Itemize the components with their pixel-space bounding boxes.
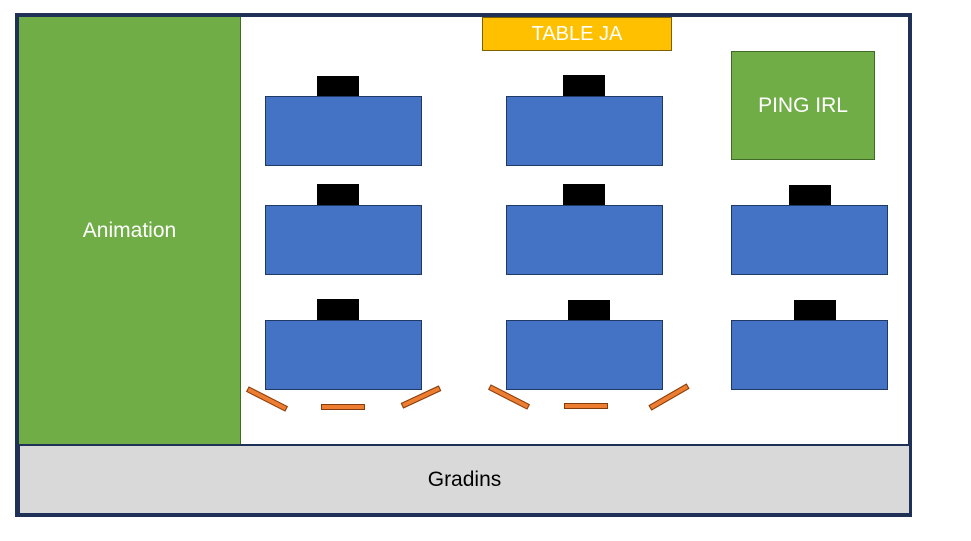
gradins-label: Gradins — [427, 467, 502, 491]
gradins-zone: Gradins — [17, 444, 912, 516]
desk — [265, 320, 422, 390]
desk — [731, 205, 888, 275]
monitor-icon — [794, 300, 836, 322]
table-ja-zone: TABLE JA — [482, 17, 672, 51]
monitor-icon — [317, 299, 359, 321]
desk — [731, 320, 888, 390]
desk — [506, 96, 663, 166]
animation-zone: Animation — [19, 17, 241, 444]
monitor-icon — [568, 300, 610, 322]
monitor-icon — [563, 184, 605, 206]
ping-irl-label: PING IRL — [758, 93, 848, 117]
ping-irl-zone: PING IRL — [731, 51, 875, 160]
desk — [265, 205, 422, 275]
animation-label: Animation — [82, 218, 177, 242]
table-ja-label: TABLE JA — [531, 22, 623, 45]
monitor-icon — [789, 185, 831, 207]
desk — [265, 96, 422, 166]
desk — [506, 205, 663, 275]
bench — [564, 403, 608, 409]
monitor-icon — [563, 75, 605, 97]
bench — [321, 404, 365, 410]
monitor-icon — [317, 76, 359, 98]
monitor-icon — [317, 184, 359, 206]
desk — [506, 320, 663, 390]
